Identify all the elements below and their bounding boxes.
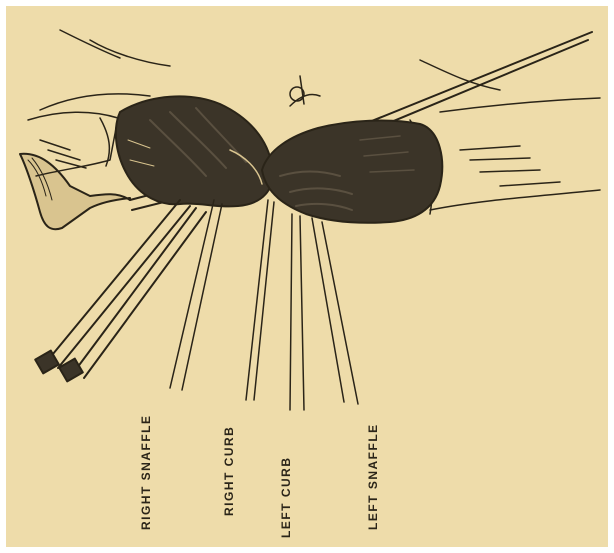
right-glove [116, 96, 273, 206]
label-right-curb: RIGHT CURB [222, 426, 236, 516]
label-left-curb: LEFT CURB [279, 457, 293, 539]
label-right-snaffle: RIGHT SNAFFLE [139, 415, 153, 531]
label-left-snaffle: LEFT SNAFFLE [366, 423, 380, 530]
hanging-reins [170, 200, 358, 410]
left-glove [262, 94, 442, 222]
